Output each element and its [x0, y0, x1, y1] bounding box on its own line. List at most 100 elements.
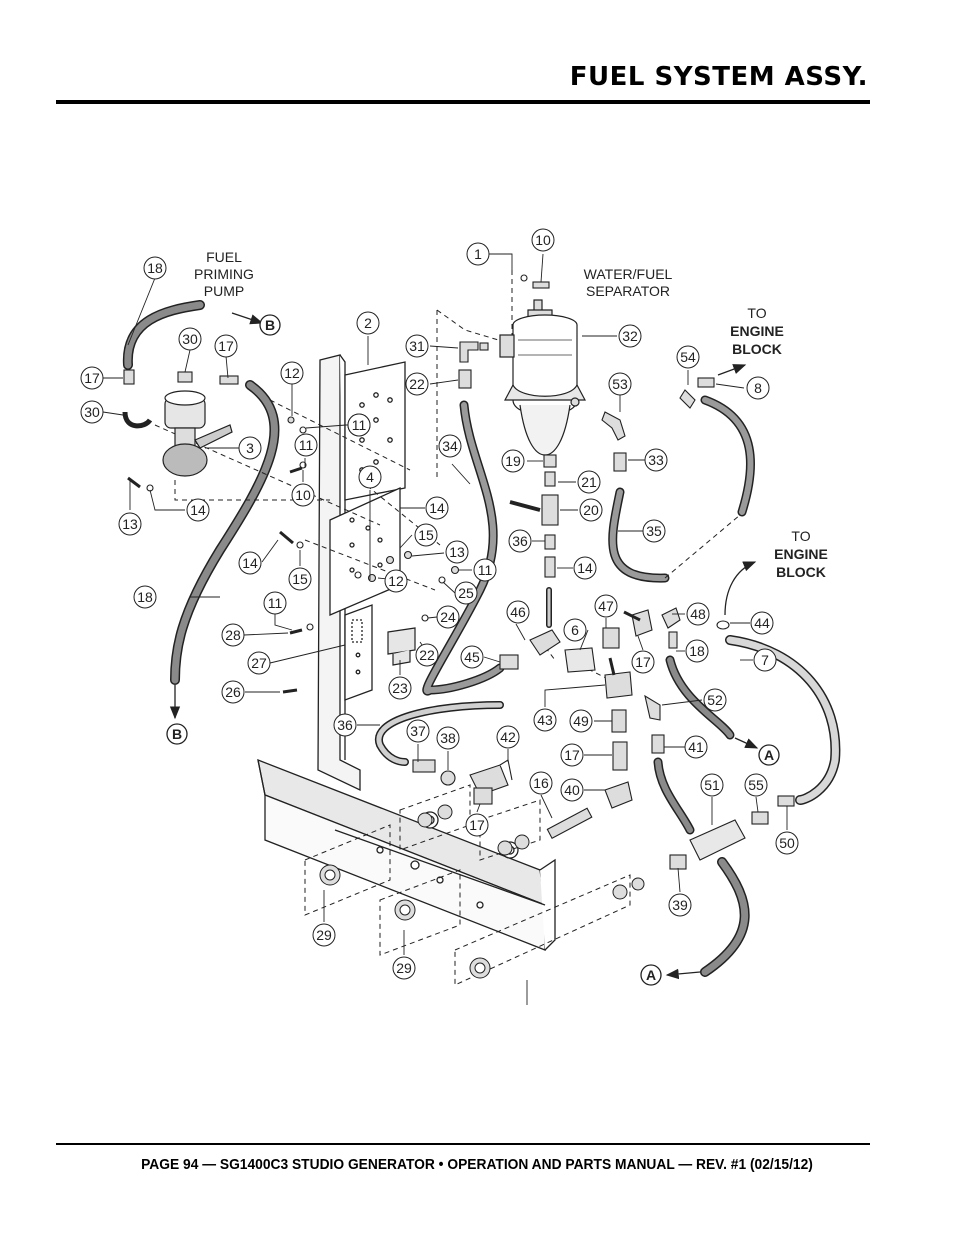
svg-text:39: 39 [672, 897, 688, 913]
callout-40: 40 [560, 778, 584, 802]
callout-18: 18 [143, 256, 167, 280]
svg-text:13: 13 [449, 544, 465, 560]
callout-17: 17 [631, 650, 655, 674]
svg-text:49: 49 [573, 713, 589, 729]
svg-text:17: 17 [84, 370, 100, 386]
svg-text:29: 29 [316, 927, 332, 943]
svg-text:16: 16 [533, 775, 549, 791]
callout-32: 32 [618, 324, 642, 348]
label-to-engine-3: BLOCK [732, 341, 782, 357]
callout-48: 48 [686, 602, 710, 626]
svg-text:48: 48 [690, 606, 706, 622]
connector-a: A [640, 964, 662, 986]
svg-text:53: 53 [612, 376, 628, 392]
svg-text:22: 22 [409, 376, 425, 392]
callout-19: 19 [501, 449, 525, 473]
svg-text:44: 44 [754, 615, 770, 631]
callout-bubbles: 1830171730313141211111021131221013253548… [80, 228, 799, 986]
callout-15: 15 [288, 567, 312, 591]
callout-30: 30 [80, 400, 104, 424]
svg-text:B: B [172, 726, 182, 742]
callout-11: 11 [347, 413, 371, 437]
svg-text:27: 27 [251, 655, 267, 671]
callout-51: 51 [700, 773, 724, 797]
svg-text:22: 22 [419, 647, 435, 663]
svg-text:36: 36 [512, 533, 528, 549]
svg-text:17: 17 [564, 747, 580, 763]
callout-10: 10 [531, 228, 555, 252]
callout-11: 11 [473, 558, 497, 582]
callout-31: 31 [405, 334, 429, 358]
svg-text:30: 30 [182, 331, 198, 347]
svg-text:14: 14 [429, 500, 445, 516]
flow-arrows [169, 312, 759, 980]
callout-4: 4 [358, 465, 382, 489]
callout-54: 54 [676, 345, 700, 369]
callout-44: 44 [750, 611, 774, 635]
callout-38: 38 [436, 726, 460, 750]
callout-12: 12 [384, 569, 408, 593]
svg-text:31: 31 [409, 338, 425, 354]
callout-11: 11 [263, 591, 287, 615]
svg-text:30: 30 [84, 404, 100, 420]
callout-14: 14 [186, 498, 210, 522]
callout-42: 42 [496, 725, 520, 749]
callout-21: 21 [577, 470, 601, 494]
svg-text:15: 15 [418, 527, 434, 543]
svg-text:7: 7 [761, 652, 769, 668]
diagram-labels: FUEL PRIMING PUMP WATER/FUEL SEPARATOR T… [194, 249, 828, 580]
callout-6: 6 [563, 618, 587, 642]
svg-text:A: A [764, 747, 774, 763]
svg-text:35: 35 [646, 523, 662, 539]
callout-8: 8 [746, 376, 770, 400]
callout-37: 37 [406, 719, 430, 743]
callout-14: 14 [238, 551, 262, 575]
water-fuel-separator [499, 299, 586, 456]
callout-28: 28 [221, 623, 245, 647]
footer-rule [56, 1143, 870, 1145]
svg-text:18: 18 [137, 589, 153, 605]
callout-18: 18 [133, 585, 157, 609]
callout-49: 49 [569, 709, 593, 733]
callout-18: 18 [685, 639, 709, 663]
callout-52: 52 [703, 688, 727, 712]
callout-1: 1 [466, 242, 490, 266]
svg-text:36: 36 [337, 717, 353, 733]
callout-16: 16 [529, 771, 553, 795]
callout-20: 20 [579, 498, 603, 522]
svg-text:34: 34 [442, 438, 458, 454]
svg-text:46: 46 [510, 604, 526, 620]
callout-29: 29 [392, 956, 416, 980]
callout-33: 33 [644, 448, 668, 472]
svg-text:11: 11 [299, 437, 314, 453]
svg-text:10: 10 [535, 232, 551, 248]
callout-17: 17 [560, 743, 584, 767]
svg-text:17: 17 [469, 817, 485, 833]
svg-text:47: 47 [598, 598, 614, 614]
callout-24: 24 [436, 605, 460, 629]
page-title: FUEL SYSTEM ASSY. [569, 62, 868, 92]
label-fuel-priming-pump-3: PUMP [204, 283, 244, 299]
svg-text:25: 25 [458, 585, 474, 601]
callout-13: 13 [118, 512, 142, 536]
callout-22: 22 [405, 372, 429, 396]
label-water-fuel-2: SEPARATOR [586, 283, 670, 299]
svg-text:26: 26 [225, 684, 241, 700]
page-footer: PAGE 94 — SG1400C3 STUDIO GENERATOR • OP… [141, 1156, 813, 1173]
svg-text:13: 13 [122, 516, 138, 532]
svg-text:51: 51 [704, 777, 720, 793]
svg-text:14: 14 [190, 502, 206, 518]
center-fittings [499, 607, 730, 839]
callout-26: 26 [221, 680, 245, 704]
svg-text:11: 11 [352, 417, 367, 433]
svg-text:42: 42 [500, 729, 516, 745]
svg-text:12: 12 [284, 365, 300, 381]
svg-text:41: 41 [688, 739, 704, 755]
callout-29: 29 [312, 923, 336, 947]
frame-structure [257, 354, 556, 951]
svg-text:12: 12 [388, 573, 404, 589]
callout-27: 27 [247, 651, 271, 675]
callout-12: 12 [280, 361, 304, 385]
svg-text:45: 45 [464, 649, 480, 665]
svg-text:11: 11 [478, 562, 493, 578]
